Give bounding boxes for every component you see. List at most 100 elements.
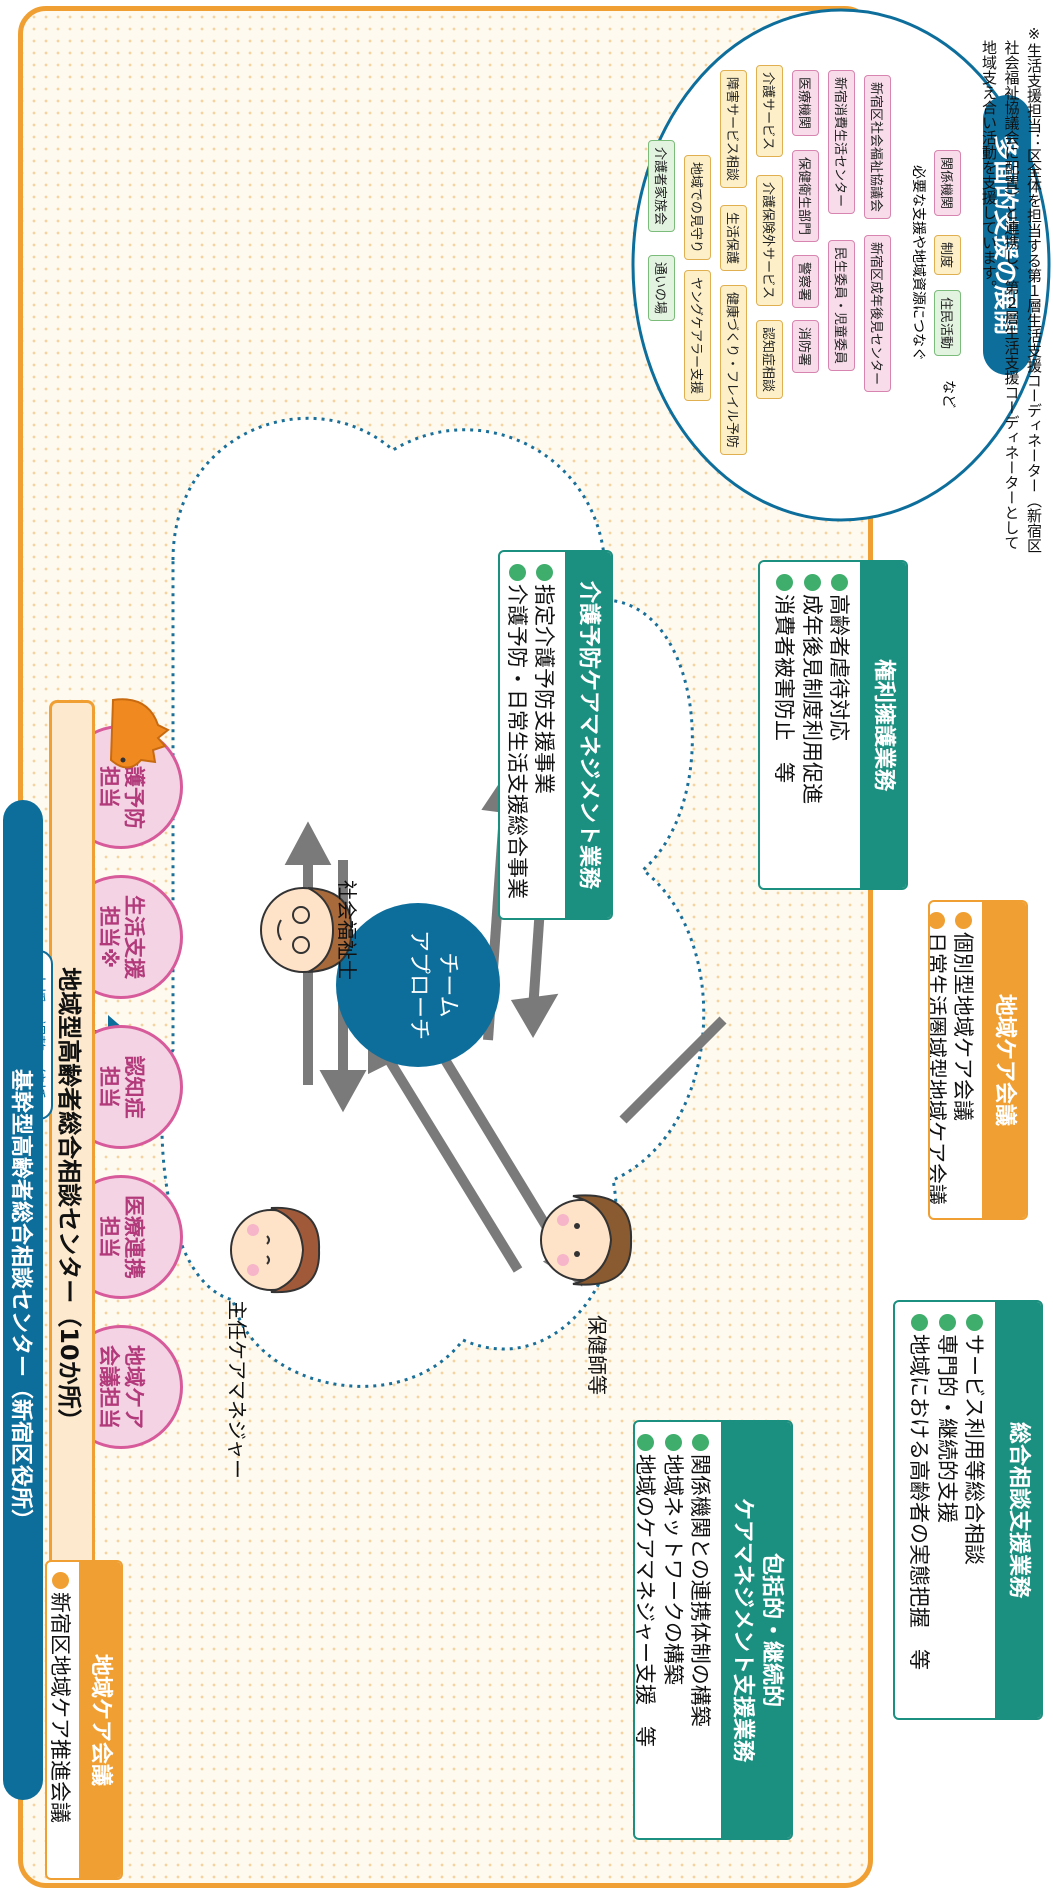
role-line2: 会議担当	[97, 1345, 121, 1429]
chip-kaigo-service: 介護サービス	[756, 65, 783, 158]
footnote-line-2: 地域支え合い活動を支援しています。	[980, 25, 998, 295]
bullet-icon	[508, 564, 526, 581]
kenri-yogo-item-1: 成年後見制度利用促進	[797, 574, 824, 876]
item-text: 地域ネットワークの構築	[660, 1454, 685, 1685]
role-line1: 生活支援	[122, 895, 147, 979]
chip-hoken-eisei: 保健衛生部門	[792, 150, 819, 243]
bullet-icon	[692, 1434, 709, 1451]
chip-seido: 制度	[934, 235, 961, 276]
chip-kankei-kikan: 関係機関	[934, 150, 961, 217]
sogo-sodan-title: 総合相談支援業務	[995, 1302, 1041, 1718]
chiiki-care-meeting-bottom-item: 新宿区地域ケア推進会議	[46, 1572, 73, 1868]
footnote-line-0: ※生活支援担当：区全体を担当する第１層生活支援コーディネーター（新宿区	[1025, 25, 1043, 553]
kenri-yogo-item-2: 消費者被害防止 等	[770, 574, 797, 876]
bullet-icon	[966, 1314, 983, 1331]
team-approach-line2: アプローチ	[406, 929, 432, 1040]
sogo-sodan-box: 総合相談支援業務 サービス利用等総合相談 専門的・継続的支援 地域における高齢者…	[893, 1300, 1043, 1720]
role-line2: 担当※	[97, 905, 121, 969]
bullet-icon	[52, 1572, 69, 1589]
chip-jumin-katsudo: 住民活動	[934, 290, 961, 357]
kenri-yogo-body: 高齢者虐待対応 成年後見制度利用促進 消費者被害防止 等	[762, 562, 860, 888]
hokatsu-title-line2: ケアマネジメント支援業務	[730, 1497, 755, 1762]
yobo-care-title: 介護予防ケアマネジメント業務	[565, 552, 611, 918]
footnote: ※生活支援担当：区全体を担当する第１層生活支援コーディネーター（新宿区 社会福祉…	[975, 25, 1045, 755]
chiiki-care-meeting-top-body: 個別型地域ケア会議 日常生活圏域型地域ケア会議	[928, 902, 982, 1218]
chiiki-care-meeting-top-item-0: 個別型地域ケア会議	[949, 912, 976, 1208]
item-text: 新宿区地域ケア推進会議	[48, 1592, 72, 1823]
chip-ninchisho-sodan: 認知症相談	[756, 320, 783, 400]
sogo-sodan-item-0: サービス利用等総合相談	[960, 1314, 987, 1706]
chip-iryo: 医療機関	[792, 70, 819, 137]
nurse-label: 保健師等	[585, 1315, 609, 1395]
chiiki-care-meeting-top: 地域ケア会議 個別型地域ケア会議 日常生活圏域型地域ケア会議	[928, 900, 1028, 1220]
team-approach-line1: チーム	[435, 952, 460, 1018]
chip-young-carer: ヤングケアラー支援	[684, 270, 711, 402]
yobo-care-item-1: 介護予防・日常生活支援総合事業	[502, 564, 529, 906]
role-line2: 担当	[97, 1216, 121, 1258]
chiiki-care-meeting-bottom-body: 新宿区地域ケア推進会議	[45, 1562, 79, 1878]
chip-minsei: 民生委員・児童委員	[828, 240, 855, 372]
bullet-icon	[831, 574, 848, 591]
nado-label: など	[940, 380, 956, 408]
role-line1: 地域ケア	[122, 1345, 147, 1429]
chiiki-care-meeting-bottom-title: 地域ケア会議	[79, 1562, 121, 1878]
bullet-icon	[776, 574, 794, 591]
chip-kaigosha-kazoku: 介護者家族会	[648, 140, 675, 233]
hokatsu-item-2: 地域のケアマネジャー支援 等	[633, 1434, 658, 1826]
item-text: 地域における高齢者の実態把握 等	[907, 1334, 932, 1670]
chip-keisatsu: 警察署	[792, 255, 819, 309]
item-text: 指定介護予防支援事業	[532, 584, 556, 794]
chip-kaigo-hokengai: 介護保険外サービス	[756, 175, 783, 307]
item-text: 消費者被害防止 等	[772, 594, 797, 783]
sogo-sodan-body: サービス利用等総合相談 専門的・継続的支援 地域における高齢者の実態把握 等	[897, 1302, 995, 1718]
item-text: 地域のケアマネジャー支援 等	[633, 1454, 658, 1747]
bullet-icon	[664, 1434, 682, 1451]
care-manager-label: 主任ケアマネジャー	[225, 1300, 249, 1479]
bullet-icon	[928, 912, 945, 929]
hokatsu-item-0: 関係機関との連携体制の構築	[686, 1434, 713, 1826]
hokatsu-title: 包括的・継続的 ケアマネジメント支援業務	[721, 1422, 791, 1838]
chip-seinen-koken: 新宿区成年後見センター	[864, 235, 891, 393]
yobo-care-item-0: 指定介護予防支援事業	[530, 564, 557, 906]
item-text: 高齢者虐待対応	[827, 594, 851, 741]
chip-shohi: 新宿消費生活センター	[828, 70, 855, 215]
item-text: 日常生活圏域型地域ケア会議	[928, 932, 948, 1205]
chip-shogai: 障害サービス相談	[720, 70, 747, 189]
role-line1: 医療連携	[122, 1195, 147, 1279]
chiiki-care-meeting-top-title: 地域ケア会議	[982, 902, 1026, 1218]
chip-kayoi: 通いの場	[648, 255, 675, 322]
yobo-care-body: 指定介護予防支援事業 介護予防・日常生活支援総合事業	[498, 552, 565, 918]
hokatsu-title-line1: 包括的・継続的	[758, 1552, 784, 1707]
multi-support-caption: 必要な支援や地域資源につなぐ	[910, 165, 926, 361]
center-bar: 地域型高齢者総合相談センター（10か所）	[49, 700, 95, 1700]
item-text: 介護予防・日常生活支援総合事業	[504, 584, 529, 899]
item-text: 専門的・継続的支援	[934, 1334, 959, 1523]
hokatsu-box: 包括的・継続的 ケアマネジメント支援業務 関係機関との連携体制の構築 地域ネット…	[633, 1420, 793, 1840]
footnote-line-1: 社会福祉協議会に配置）と連携し、第２層生活支援コーディネーターとして	[1002, 25, 1021, 550]
nurse-icon	[540, 1194, 633, 1286]
chip-shobo: 消防署	[792, 320, 819, 374]
mascot-icon	[109, 698, 170, 769]
chip-seikatsu-hogo: 生活保護	[720, 205, 747, 272]
sogo-sodan-item-2: 地域における高齢者の実態把握 等	[905, 1314, 932, 1706]
item-text: サービス利用等総合相談	[962, 1334, 986, 1565]
team-approach-label: チーム アプローチ	[371, 910, 461, 1060]
item-text: 関係機関との連携体制の構築	[688, 1454, 712, 1727]
kenri-yogo-title: 権利擁護業務	[860, 562, 906, 888]
kenri-yogo-item-0: 高齢者虐待対応	[825, 574, 852, 876]
bullet-icon	[938, 1314, 956, 1331]
bullet-icon	[637, 1434, 655, 1451]
bullet-icon	[955, 912, 972, 929]
bullet-icon	[803, 574, 821, 591]
kenri-yogo-box: 権利擁護業務 高齢者虐待対応 成年後見制度利用促進 消費者被害防止 等	[758, 560, 908, 890]
team-approach-circle	[336, 903, 500, 1067]
kikan-bar: 基幹型高齢者総合相談センター（新宿区役所）	[3, 800, 43, 1800]
chiiki-care-meeting-bottom: 地域ケア会議 新宿区地域ケア推進会議	[45, 1560, 123, 1880]
role-line2: 担当	[97, 1066, 121, 1108]
item-text: 成年後見制度利用促進	[799, 594, 824, 804]
yobo-care-box: 介護予防ケアマネジメント業務 指定介護予防支援事業 介護予防・日常生活支援総合事…	[498, 550, 613, 920]
sogo-sodan-item-1: 専門的・継続的支援	[932, 1314, 959, 1706]
role-line1: 認知症	[122, 1055, 147, 1119]
